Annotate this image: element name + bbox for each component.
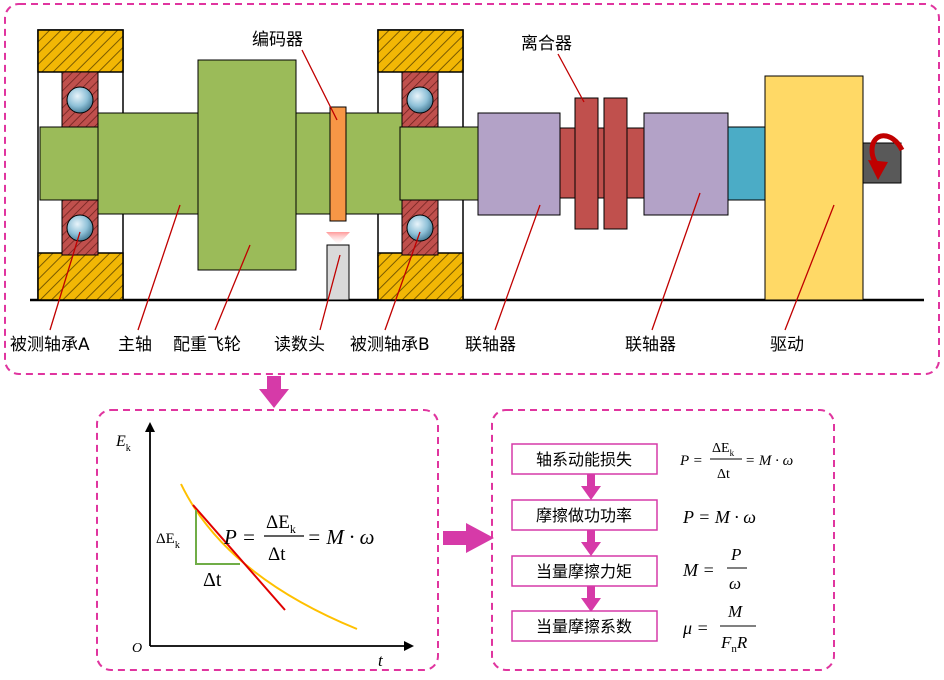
step-4: 当量摩擦系数 μ = M FnR	[511, 602, 756, 655]
down-arrow-icon	[581, 586, 601, 612]
coupling-1	[477, 112, 561, 216]
label-coupling-1: 联轴器	[465, 335, 516, 355]
down-arrow-icon	[259, 376, 289, 408]
label-main-shaft: 主轴	[118, 335, 152, 355]
step-3: 当量摩擦力矩 M = P ω	[511, 545, 747, 593]
step-label: 轴系动能损失	[536, 450, 632, 469]
x-axis-label: t	[378, 651, 384, 670]
step-label: 摩擦做功功率	[536, 506, 632, 525]
svg-text:μ =: μ =	[682, 618, 709, 638]
label-clutch: 离合器	[521, 34, 572, 54]
right-arrow-icon	[443, 523, 494, 553]
connector-shaft	[727, 126, 767, 201]
svg-text:ΔEk: ΔEk	[712, 441, 735, 458]
down-arrow-icon	[581, 530, 601, 556]
step-2: 摩擦做功功率 P = M · ω	[511, 499, 756, 531]
ball-icon	[406, 214, 434, 242]
encoder-disc	[329, 106, 347, 222]
clutch	[559, 97, 645, 230]
flywheel	[197, 59, 297, 271]
drive-unit	[764, 75, 864, 301]
ball-icon	[66, 86, 94, 114]
rotation-arrow-icon	[868, 133, 905, 180]
ball-icon	[406, 86, 434, 114]
label-coupling-2: 联轴器	[625, 335, 676, 355]
svg-text:= M · ω: = M · ω	[745, 453, 793, 469]
energy-graph: Ek t O ΔEk Δt P = ΔEk Δt = M · ω	[115, 422, 414, 670]
svg-text:ω: ω	[729, 574, 741, 593]
laser-beam	[326, 232, 350, 245]
step-label: 当量摩擦系数	[536, 617, 632, 636]
graph-panel-border	[96, 409, 439, 671]
main-shaft	[97, 112, 201, 215]
coupling-2	[643, 112, 729, 216]
step-1: 轴系动能损失 P = ΔEk Δt = M · ω	[511, 441, 793, 482]
shaft-mid	[295, 112, 403, 215]
svg-text:M =: M =	[682, 560, 715, 580]
leader-lines	[49, 49, 835, 331]
process-panel-border	[491, 409, 835, 671]
label-read-head: 读数头	[274, 335, 325, 355]
svg-text:M: M	[727, 602, 743, 621]
delta-triangle	[195, 510, 240, 565]
delta-e-label: ΔEk	[156, 531, 180, 551]
svg-text:P: P	[730, 545, 741, 564]
label-drive: 驱动	[770, 335, 804, 355]
svg-text:P = M · ω: P = M · ω	[682, 507, 756, 527]
svg-text:FnR: FnR	[720, 633, 748, 655]
step-label: 当量摩擦力矩	[536, 562, 632, 581]
shaft-left-end	[39, 126, 101, 201]
ball-icon	[66, 214, 94, 242]
svg-text:P =: P =	[679, 453, 703, 469]
top-panel-border	[4, 3, 940, 375]
svg-text:ΔEk: ΔEk	[266, 512, 296, 536]
shaft-right	[399, 126, 481, 201]
svg-text:Δt: Δt	[717, 467, 730, 482]
svg-text:P =: P =	[223, 525, 256, 549]
tangent-line	[192, 504, 286, 611]
svg-text:= M · ω: = M · ω	[307, 525, 375, 549]
svg-text:Δt: Δt	[268, 544, 286, 565]
label-bearing-a: 被测轴承A	[10, 335, 90, 355]
label-flywheel: 配重飞轮	[173, 335, 241, 355]
origin-label: O	[132, 641, 142, 656]
graph-formula: P = ΔEk Δt = M · ω	[223, 512, 375, 565]
down-arrow-icon	[581, 474, 601, 500]
label-encoder: 编码器	[252, 30, 303, 50]
delta-t-label: Δt	[203, 569, 222, 591]
read-head	[326, 244, 350, 301]
y-axis-label: Ek	[115, 433, 131, 454]
label-bearing-b: 被测轴承B	[350, 335, 430, 355]
